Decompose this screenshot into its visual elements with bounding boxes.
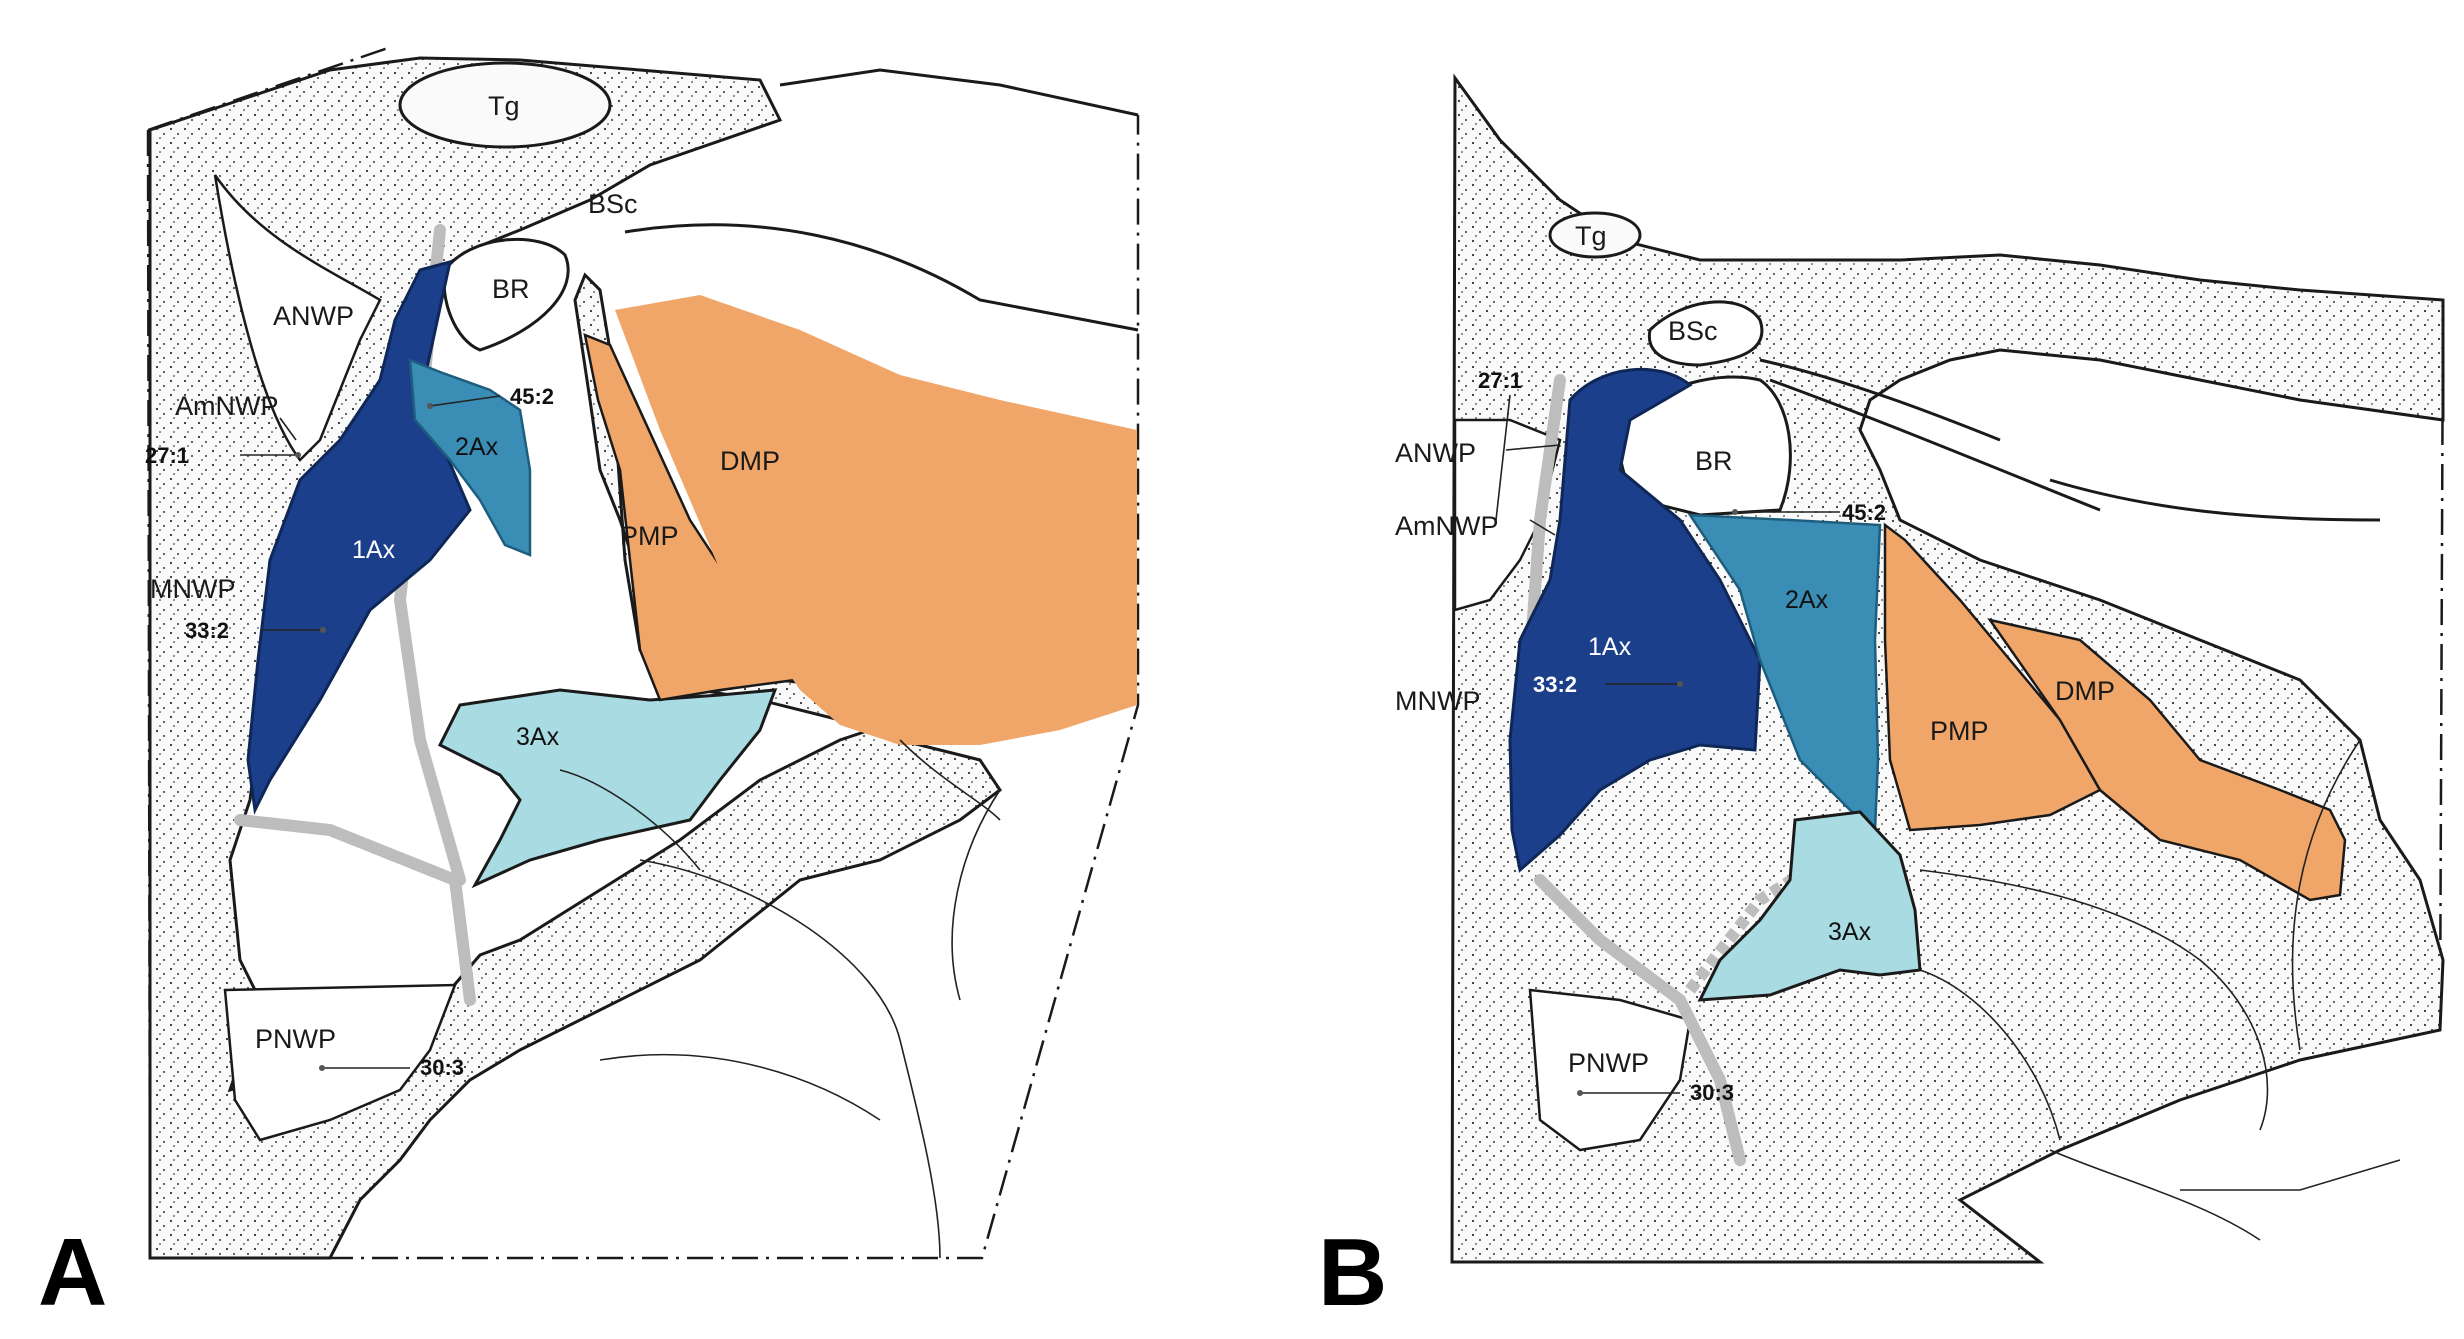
panel-a-anwp-region — [213, 174, 382, 462]
panel-b-label-3ax: 3Ax — [1828, 918, 1872, 946]
panel-b-label-1ax: 1Ax — [1588, 633, 1632, 661]
panel-b-coord-27-1: 27:1 — [1478, 368, 1522, 393]
panel-a-ax3-region — [437, 688, 778, 889]
panel-a: Tg BSc BR ANWP AmNWP MNWP PNWP 1Ax 2Ax 3… — [38, 46, 1140, 1326]
panel-a-leader-amnwp — [279, 417, 297, 441]
panel-b-dmp-region — [1987, 618, 2347, 902]
panel-a-label-3ax: 3Ax — [516, 723, 560, 751]
panel-a-frame — [146, 46, 1140, 1260]
panel-b-dot-33-2 — [1677, 681, 1683, 687]
panel-a-label-dmp: DMP — [720, 446, 780, 476]
panel-a-coord-45-2: 45:2 — [510, 384, 554, 409]
panel-a-label-anwp: ANWP — [273, 301, 354, 331]
panel-b-leader-27-1 — [1495, 394, 1511, 521]
panel-b-ax1-region — [1508, 367, 1762, 873]
panel-b-coord-33-2: 33:2 — [1533, 672, 1577, 697]
panel-a-contour-lower — [559, 739, 1001, 1259]
panel-b-label-mnwp: MNWP — [1395, 686, 1480, 716]
panel-a-dot-33-2 — [320, 627, 326, 633]
panel-b-ax3-region — [1697, 810, 1922, 1002]
panel-a-letter: A — [38, 1219, 107, 1326]
panel-a-dmp-region — [615, 295, 1137, 745]
panel-a-dot-45-2 — [427, 403, 433, 409]
panel-b-label-pnwp: PNWP — [1568, 1048, 1649, 1078]
panel-b-label-pmp: PMP — [1930, 716, 1989, 746]
panel-a-label-mnwp: MNWP — [150, 574, 235, 604]
panel-b-label-bsc: BSc — [1668, 316, 1718, 346]
panel-a-br-shape — [442, 237, 570, 352]
panel-b-coord-30-3: 30:3 — [1690, 1080, 1734, 1105]
panel-b-contour-lower — [1919, 739, 2401, 1241]
panel-b-pnwp-region — [1528, 988, 1692, 1152]
panel-a-label-pmp: PMP — [620, 521, 679, 551]
panel-b-pmp-region — [1883, 522, 2102, 832]
panel-b-bsc-shape — [1647, 300, 1764, 367]
panel-b-leader-anwp — [1505, 444, 1561, 451]
panel-a-leader-45-2 — [429, 395, 501, 407]
panel-b-contour-top — [1759, 358, 2381, 522]
panel-a-label-br: BR — [492, 274, 530, 304]
panel-b-label-2ax: 2Ax — [1785, 586, 1829, 614]
panel-a-coord-30-3: 30:3 — [420, 1055, 464, 1080]
panel-a-coord-33-2: 33:2 — [185, 618, 229, 643]
panel-a-dot-30-3 — [319, 1065, 325, 1071]
panel-a-dot-27-1 — [295, 452, 301, 458]
panel-b-label-dmp: DMP — [2055, 676, 2115, 706]
panel-b: Tg BSc BR ANWP AmNWP MNWP PNWP 1Ax 2Ax 3… — [1318, 73, 2445, 1326]
panel-b-tg-shape — [1548, 211, 1642, 259]
panel-b-label-tg: Tg — [1575, 221, 1607, 251]
panel-b-dot-45-2 — [1732, 509, 1738, 515]
panel-a-label-amnwp: AmNWP — [175, 391, 279, 421]
panel-b-coord-45-2: 45:2 — [1842, 500, 1886, 525]
panel-a-pmp-region — [583, 332, 798, 702]
panel-a-coord-27-1: 27:1 — [145, 443, 189, 468]
panel-a-label-tg: Tg — [488, 91, 520, 121]
panel-a-contour-top — [624, 68, 1139, 332]
panel-a-label-2ax: 2Ax — [455, 433, 499, 461]
panel-b-label-amnwp: AmNWP — [1395, 511, 1499, 541]
panel-a-label-1ax: 1Ax — [352, 536, 396, 564]
panel-a-pnwp-region — [223, 983, 457, 1142]
panel-b-label-br: BR — [1695, 446, 1733, 476]
panel-a-label-pnwp: PNWP — [255, 1024, 336, 1054]
panel-b-letter: B — [1318, 1219, 1387, 1326]
panel-b-anwp-region — [1453, 418, 1562, 612]
panel-b-label-anwp: ANWP — [1395, 438, 1476, 468]
panel-b-dot-30-3 — [1577, 1090, 1583, 1096]
panel-a-tg-shape — [398, 61, 612, 149]
panel-a-ax2-region — [408, 358, 532, 557]
panel-a-label-bsc: BSc — [588, 189, 638, 219]
panel-b-leader-amnwp — [1529, 519, 1556, 536]
